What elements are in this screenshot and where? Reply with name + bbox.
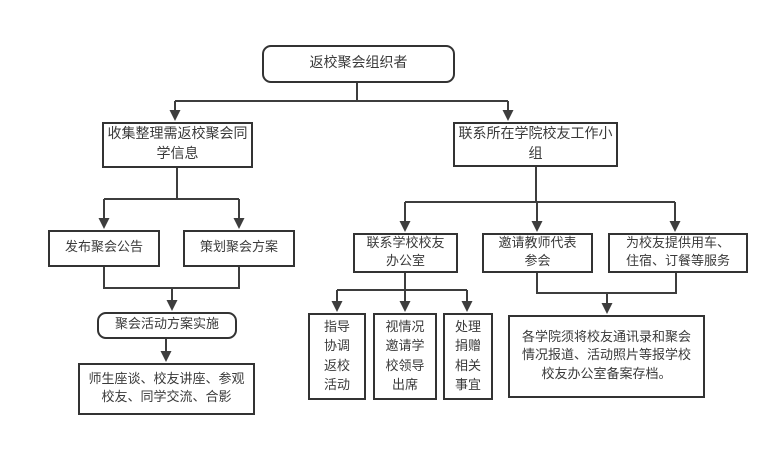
arrowhead	[531, 221, 543, 232]
arrowhead	[669, 221, 681, 232]
node-invite-teacher-representatives: 邀请教师代表 参会	[482, 233, 593, 273]
arrowhead	[233, 218, 245, 229]
node-reunion-activities: 师生座谈、校友讲座、参观 校友、同学交流、合影	[78, 363, 255, 415]
node-reunion-organizer: 返校聚会组织者	[262, 45, 455, 83]
arrowhead	[331, 301, 343, 312]
node-plan-reunion-scheme: 策划聚会方案	[183, 230, 295, 267]
node-invite-school-leaders: 视情况 邀请学 校领导 出席	[373, 313, 437, 400]
connector-office-split	[336, 273, 468, 305]
node-publish-announcement: 发布聚会公告	[48, 230, 160, 267]
arrowhead	[98, 218, 110, 229]
arrowhead	[601, 303, 613, 314]
node-handle-donations: 处理 捐赠 相关 事宜	[443, 313, 493, 400]
connector-collect-split	[103, 168, 240, 222]
node-collect-student-info: 收集整理需返校聚会同 学信息	[102, 122, 253, 168]
arrowhead	[169, 110, 181, 121]
node-contact-college-alumni-group: 联系所在学院校友工作小 组	[453, 122, 618, 167]
arrowheads	[98, 110, 681, 362]
node-contact-school-alumni-office: 联系学校校友 办公室	[353, 233, 458, 273]
arrowhead	[160, 351, 172, 362]
arrowhead	[166, 300, 178, 311]
connector-right-merge	[536, 273, 677, 307]
connector-college-split	[404, 167, 676, 225]
node-archive-filing-note: 各学院须将校友通讯录和聚会 情况报道、活动照片等报学校 校友办公室备案存档。	[508, 315, 705, 398]
arrowhead	[461, 301, 473, 312]
arrowhead	[502, 110, 514, 121]
arrowhead	[399, 221, 411, 232]
node-guide-coordinate-activities: 指导 协调 返校 活动	[308, 313, 366, 400]
arrowhead	[399, 301, 411, 312]
connector-organizer-split	[174, 83, 509, 114]
connector-left-merge	[103, 267, 240, 304]
node-implement-activity-plan: 聚会活动方案实施	[97, 312, 237, 339]
node-provide-alumni-services: 为校友提供用车、 住宿、订餐等服务	[608, 233, 748, 273]
